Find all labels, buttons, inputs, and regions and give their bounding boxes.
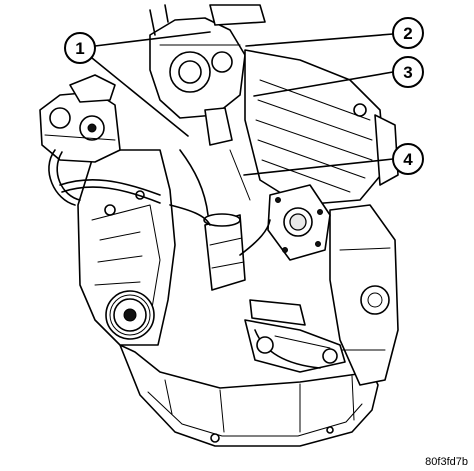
callout-4: 4	[392, 143, 424, 175]
left-accessories	[39, 74, 121, 206]
hoses	[59, 149, 271, 256]
callout-4-label: 4	[403, 150, 413, 169]
figure-code: 80f3fd7b	[425, 456, 468, 468]
callout-1: 1	[64, 32, 96, 64]
leader-lines	[91, 31, 394, 176]
crank-pulley	[105, 290, 155, 340]
engine-illustration	[39, 4, 399, 447]
callout-2: 2	[392, 17, 424, 49]
intake-assembly	[149, 4, 266, 146]
callout-3: 3	[392, 56, 424, 88]
lower-tube	[244, 299, 346, 373]
callout-2-label: 2	[403, 24, 412, 43]
canister	[203, 213, 246, 291]
exhaust-manifold	[244, 49, 399, 206]
callout-1-label: 1	[75, 39, 84, 58]
right-cover	[329, 204, 399, 386]
oil-pan	[119, 344, 379, 447]
flange-plate	[267, 184, 331, 261]
callout-3-label: 3	[403, 63, 412, 82]
